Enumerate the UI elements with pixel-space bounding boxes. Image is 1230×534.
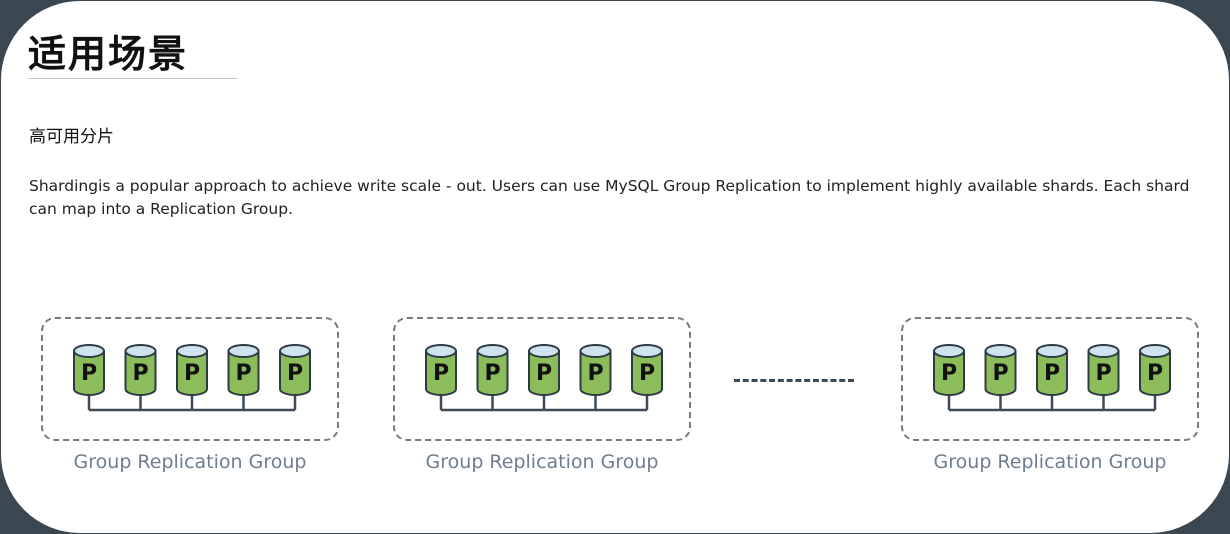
- node-label: P: [433, 361, 449, 386]
- database-node-icon: P: [579, 344, 612, 410]
- database-node-icon: P: [476, 344, 509, 410]
- node-label: P: [992, 361, 1008, 386]
- group-2-label: Group Replication Group: [425, 451, 659, 473]
- database-node-icon: P: [73, 344, 105, 410]
- node-label: P: [132, 361, 148, 386]
- node-label: P: [235, 361, 251, 386]
- group-3-label: Group Replication Group: [933, 451, 1167, 473]
- group-1-label: Group Replication Group: [73, 451, 307, 473]
- node-label: P: [587, 361, 603, 386]
- node-label: P: [184, 361, 200, 386]
- node-label: P: [639, 361, 655, 386]
- database-node-icon: P: [279, 344, 311, 410]
- database-node-icon: P: [984, 344, 1017, 410]
- database-node-icon: P: [1139, 344, 1171, 410]
- database-node-icon: P: [933, 344, 965, 410]
- section-subtitle: 高可用分片: [29, 127, 114, 147]
- database-node-icon: P: [528, 344, 560, 410]
- database-node-icon: P: [631, 344, 663, 410]
- more-groups-ellipsis: [734, 379, 854, 382]
- description-text: Shardingis a popular approach to achieve…: [29, 177, 1190, 218]
- node-label: P: [536, 361, 552, 386]
- node-label: P: [1147, 361, 1163, 386]
- node-label: P: [81, 361, 97, 386]
- node-label: P: [287, 361, 303, 386]
- database-node-icon: P: [425, 344, 457, 410]
- title-underline: [28, 78, 237, 79]
- node-label: P: [1044, 361, 1060, 386]
- node-label: P: [1095, 361, 1111, 386]
- database-node-icon: P: [176, 344, 208, 410]
- database-node-icon: P: [124, 344, 157, 410]
- node-label: P: [941, 361, 957, 386]
- database-node-icon: P: [227, 344, 260, 410]
- page-title: 适用场景: [28, 32, 189, 76]
- database-node-icon: P: [1036, 344, 1068, 410]
- database-node-icon: P: [1087, 344, 1120, 410]
- node-label: P: [484, 361, 500, 386]
